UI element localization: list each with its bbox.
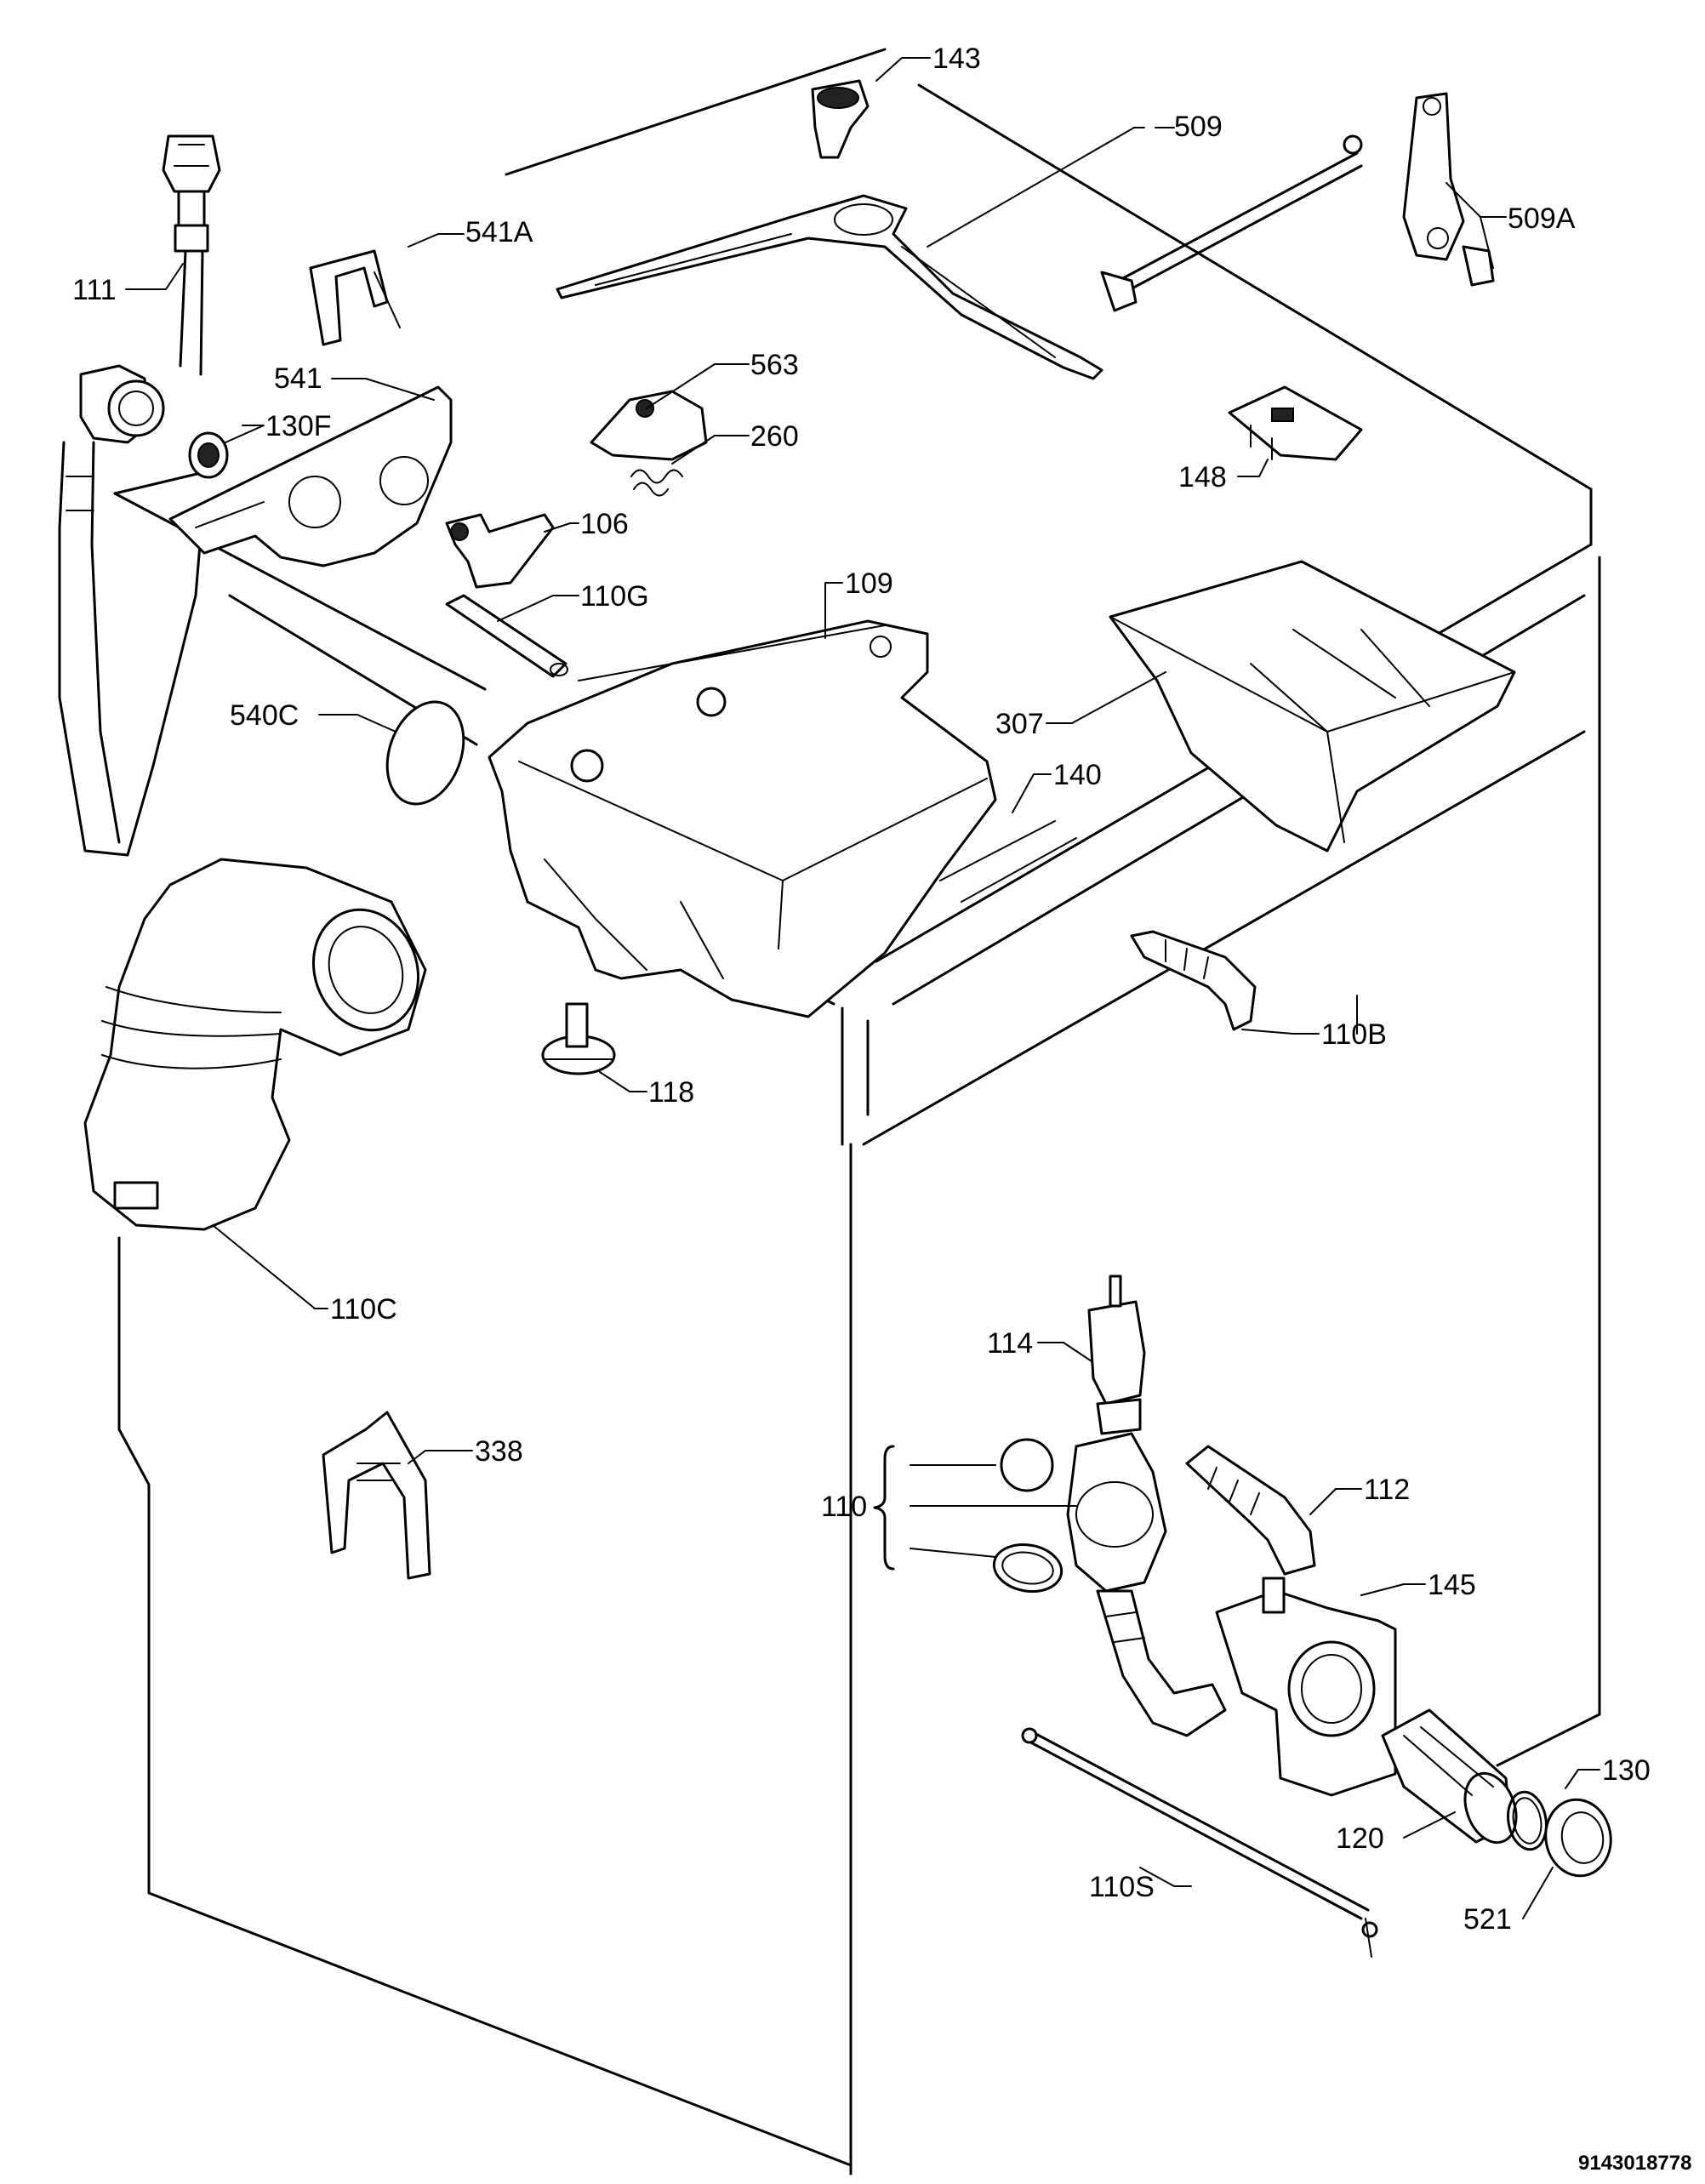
callout-307: 307 <box>995 708 1044 740</box>
cabinet-outline <box>113 48 1601 2175</box>
drawer-307 <box>1109 560 1516 853</box>
arm-509 <box>556 194 1103 380</box>
callout-563: 563 <box>750 349 799 381</box>
cam-563 <box>590 390 708 461</box>
ring-130 <box>1507 1790 1548 1851</box>
dispenser-housing-109 <box>488 619 997 1018</box>
callout-140: 140 <box>1053 759 1102 791</box>
pump-145 <box>1215 1577 1397 1797</box>
seal-130F <box>188 431 229 479</box>
callout-110S: 110S <box>1089 1871 1155 1903</box>
hose-112 <box>1185 1445 1316 1576</box>
callout-labels: 111 541A 143 509 509A 130F 541 563 260 1… <box>72 43 1691 2175</box>
gear-118 <box>541 1002 616 1075</box>
callout-110C: 110C <box>330 1293 397 1326</box>
callout-130: 130 <box>1602 1754 1651 1787</box>
callout-509: 509 <box>1174 111 1223 143</box>
disc-540C <box>385 700 465 806</box>
callout-145: 145 <box>1428 1569 1476 1601</box>
callout-509A: 509A <box>1508 202 1576 235</box>
callout-521: 521 <box>1463 1903 1512 1936</box>
callout-260: 260 <box>750 420 799 453</box>
callout-540C: 540C <box>230 699 299 732</box>
inlet-hose-111 <box>162 134 221 376</box>
callout-110B: 110B <box>1321 1018 1387 1051</box>
callout-109: 109 <box>845 567 893 600</box>
filter-120 <box>1381 1708 1518 1845</box>
callout-541A: 541A <box>465 216 533 248</box>
ball-valve-group-110 <box>992 1432 1167 1593</box>
callout-112: 112 <box>1364 1474 1410 1506</box>
cap-521 <box>1544 1798 1612 1878</box>
callout-120: 120 <box>1336 1822 1384 1855</box>
callout-148: 148 <box>1178 461 1227 493</box>
spring-260 <box>630 469 683 497</box>
callout-110: 110 <box>821 1491 867 1523</box>
rod-110S <box>1021 1727 1378 1958</box>
callout-111: 111 <box>72 274 117 306</box>
clip-541A <box>309 249 401 346</box>
tube-110G <box>445 594 568 678</box>
lever-509A <box>1402 92 1495 287</box>
callout-118: 118 <box>648 1076 694 1109</box>
latch-106 <box>445 513 555 589</box>
document-number: 9143018778 <box>1578 2152 1691 2175</box>
callout-143: 143 <box>932 43 981 75</box>
callout-106: 106 <box>580 508 629 540</box>
bracket-541 <box>168 385 453 567</box>
clip-338 <box>322 1411 431 1580</box>
rod-509 <box>1100 134 1363 312</box>
pump-connecting-hose <box>1096 1589 1227 1737</box>
hose-110B <box>1130 930 1257 1031</box>
callout-110G: 110G <box>580 580 649 613</box>
callout-541: 541 <box>274 362 322 395</box>
knob-143 <box>811 79 870 159</box>
air-chamber-114 <box>1087 1274 1146 1435</box>
leader-lines <box>125 57 1600 1919</box>
callout-114: 114 <box>987 1327 1033 1360</box>
callout-338: 338 <box>475 1435 523 1468</box>
cover-148 <box>1228 385 1363 461</box>
bellows-hose-110C <box>83 858 427 1231</box>
fill-hose-elbow <box>58 364 202 857</box>
callout-130F: 130F <box>265 410 332 442</box>
